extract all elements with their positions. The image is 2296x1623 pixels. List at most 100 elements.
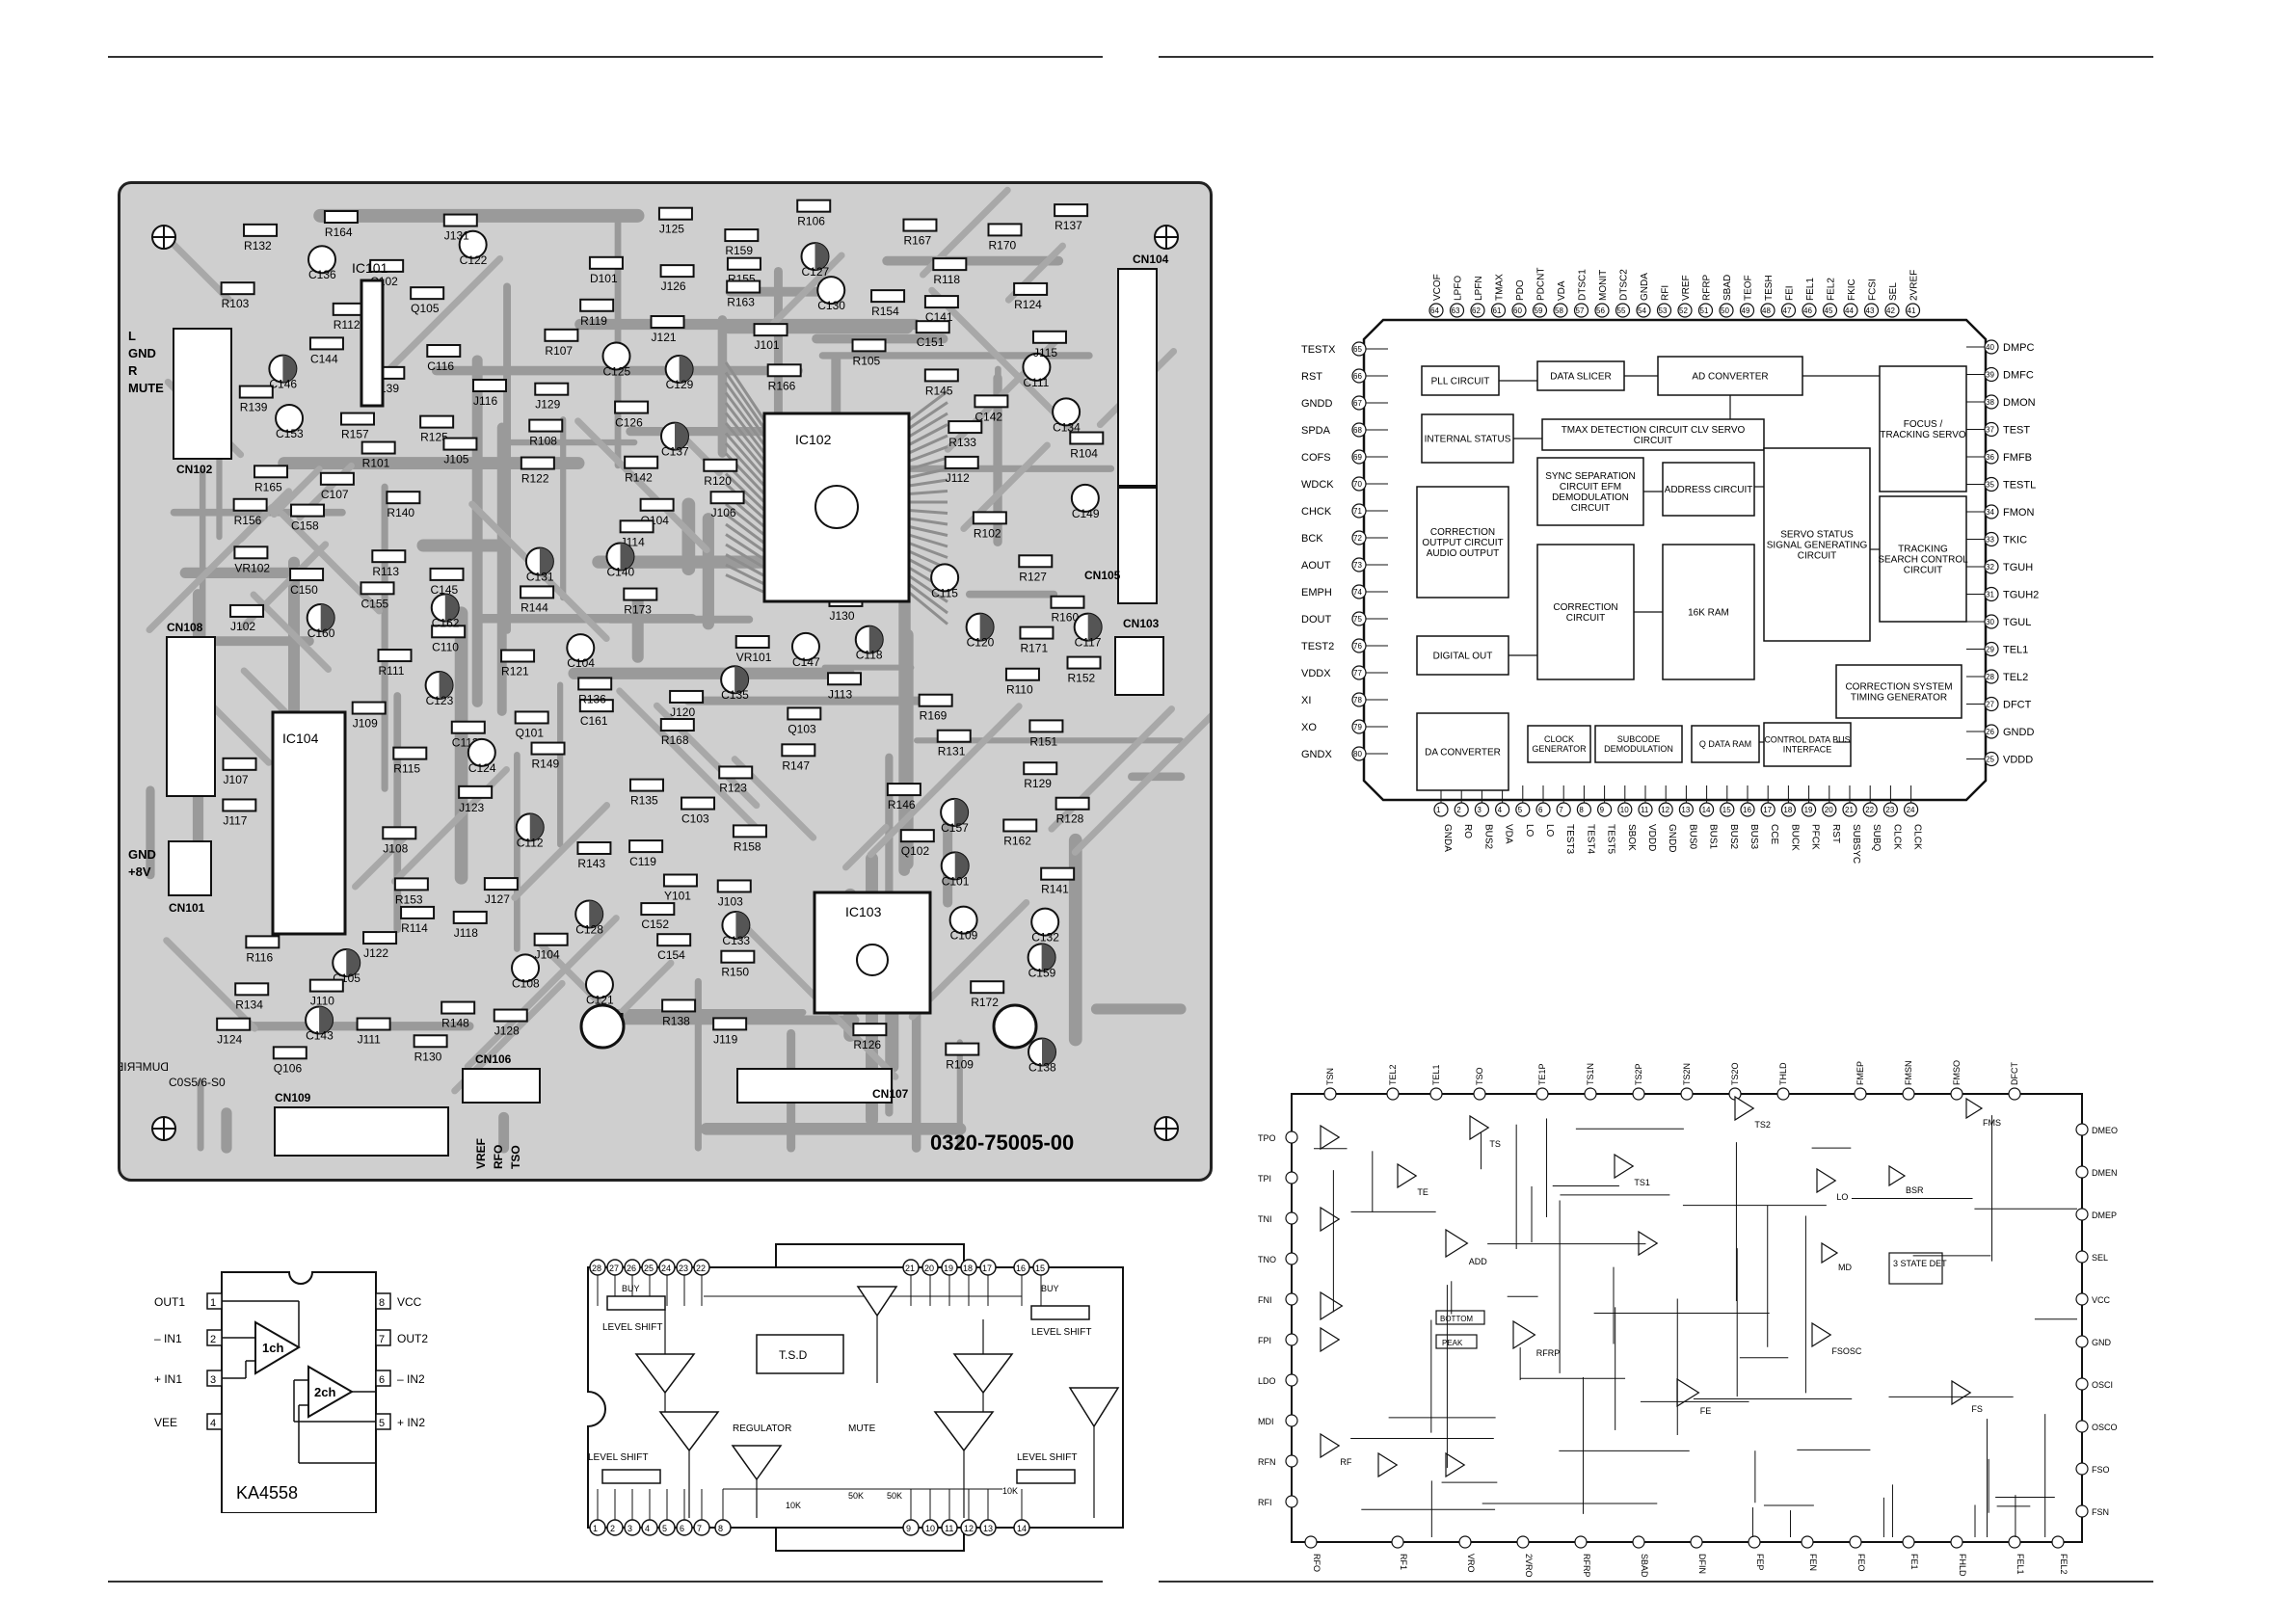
ka-pin-num: 2 bbox=[210, 1334, 216, 1345]
pcb-component-label: J119 bbox=[713, 1032, 737, 1046]
dsp-bottom-pin-num: 23 bbox=[1885, 806, 1894, 814]
servo-amp-ts2: TS2 bbox=[1754, 1120, 1771, 1130]
mirror-text-1: DUMFRIES bbox=[120, 1060, 169, 1074]
pcb-component-label: C158 bbox=[291, 519, 319, 533]
dsp-bottom-pin-num: 13 bbox=[1681, 806, 1690, 814]
dsp-top-pin-num: 58 bbox=[1555, 306, 1563, 315]
pcb-component-label: C121 bbox=[586, 993, 614, 1006]
dsp-top-pin-label: FEL2 bbox=[1827, 278, 1837, 301]
pcb-component-label: C115 bbox=[931, 586, 958, 599]
dsp-right-pin-label: FMON bbox=[2003, 507, 2034, 519]
pcb-component-label: J106 bbox=[711, 506, 736, 519]
pcb-component-label: R106 bbox=[797, 215, 825, 228]
drv-top-pin: 27 bbox=[609, 1264, 619, 1273]
dsp-right-pin-num: 34 bbox=[1986, 508, 1994, 517]
pcb-component-label: R162 bbox=[1003, 834, 1031, 847]
servo-top-pin: DFCT bbox=[2010, 1062, 2019, 1085]
servo-bottom-pin: FE1 bbox=[1909, 1554, 1919, 1570]
pcb-component-label: C159 bbox=[1028, 966, 1056, 979]
pcb-component-label: R154 bbox=[871, 305, 899, 318]
dsp-bottom-pin-label: BUS1 bbox=[1708, 824, 1719, 850]
ic104-body bbox=[271, 710, 347, 936]
servo-bottom-pin: FEN bbox=[1808, 1554, 1818, 1571]
drv-bottom-pin: 11 bbox=[945, 1524, 953, 1533]
servo-amp-fs: FS bbox=[1971, 1404, 1983, 1414]
dsp-bottom-pin-num: 20 bbox=[1825, 806, 1833, 814]
pcb-component-label: C133 bbox=[722, 934, 750, 947]
pcb-component-label: R103 bbox=[222, 297, 250, 310]
servo-right-pin: VCC bbox=[2092, 1295, 2111, 1305]
pcb-component-label: J101 bbox=[755, 338, 780, 352]
dsp-bottom-pin-num: 16 bbox=[1743, 806, 1751, 814]
pcb-component-label: R141 bbox=[1041, 883, 1069, 896]
pcb-component-label: R121 bbox=[501, 665, 529, 678]
dsp-left-pin-label: TESTX bbox=[1301, 344, 1336, 356]
dsp-right-pin-num: 25 bbox=[1986, 756, 1994, 764]
drv-top-pin: 19 bbox=[944, 1264, 953, 1273]
dsp-block-da: DA CONVERTER bbox=[1425, 747, 1501, 758]
dsp-bottom-pin-label: CCE bbox=[1769, 824, 1779, 844]
drv-level-shift-3: LEVEL SHIFT bbox=[588, 1452, 648, 1463]
dsp-right-pin-label: TKIC bbox=[2003, 535, 2027, 546]
dsp-bottom-pin-label: GNDA bbox=[1442, 824, 1453, 852]
dsp-bottom-pin-label: RO bbox=[1462, 824, 1473, 838]
dsp-right-pin-num: 31 bbox=[1986, 591, 1994, 599]
pcb-component-label: R143 bbox=[577, 857, 605, 870]
servo-bottom-pin: 2VRO bbox=[1524, 1554, 1534, 1578]
pcb-component-label: C101 bbox=[942, 874, 970, 888]
dsp-top-pin-label: LPFO bbox=[1454, 276, 1464, 301]
pcb-component-label: R132 bbox=[244, 239, 272, 253]
pcb-component-label: J127 bbox=[485, 892, 510, 906]
vr101-body bbox=[579, 1003, 626, 1050]
connector-label: CN108 bbox=[167, 621, 203, 634]
servo-right-pin: DMEP bbox=[2092, 1211, 2117, 1220]
pcb-component-label: R160 bbox=[1051, 611, 1079, 625]
servo-bottom-pin: RF1 bbox=[1399, 1554, 1408, 1570]
side-label: L bbox=[128, 329, 136, 343]
dsp-bottom-pin-label: LO bbox=[1524, 824, 1535, 838]
ka-pin-label: VEE bbox=[154, 1416, 177, 1429]
servo-top-pin: FMEP bbox=[1855, 1061, 1865, 1085]
pcb-component-label: C149 bbox=[1072, 507, 1100, 520]
ka-amp-1: 1ch bbox=[262, 1341, 283, 1355]
connector-label: CN105 bbox=[1084, 569, 1121, 582]
servo-left-pin: RFI bbox=[1258, 1498, 1272, 1507]
dsp-left-pin-num: 74 bbox=[1353, 588, 1362, 597]
dsp-bottom-pin-num: 5 bbox=[1518, 806, 1523, 814]
cn107-body bbox=[736, 1068, 893, 1104]
drv-top-pin: 22 bbox=[696, 1264, 706, 1273]
pcb-component-label: R104 bbox=[1070, 447, 1098, 461]
dsp-left-pin-num: 78 bbox=[1353, 696, 1362, 705]
servo-top-pin: FMSN bbox=[1904, 1061, 1913, 1086]
ka-pin-num: 6 bbox=[379, 1374, 385, 1386]
dsp-bottom-pin-label: TEST3 bbox=[1564, 824, 1575, 855]
dsp-bottom-pin-label: TEST4 bbox=[1585, 824, 1595, 855]
pcb-component-label: Y101 bbox=[664, 890, 691, 903]
pcb-component-label: R137 bbox=[1055, 219, 1082, 232]
ic101-body bbox=[360, 279, 385, 408]
drv-top-pin: 20 bbox=[924, 1264, 934, 1273]
pcb-component-label: C122 bbox=[460, 253, 488, 267]
dsp-block-qdata: Q DATA RAM bbox=[1699, 739, 1751, 749]
cn106-pin-label: VREF bbox=[474, 1138, 488, 1169]
pcb-component-label: J107 bbox=[224, 773, 249, 786]
pcb-component-label: R170 bbox=[989, 238, 1017, 252]
drv-bottom-pin: 10 bbox=[925, 1524, 935, 1533]
dsp-top-pin-num: 59 bbox=[1535, 306, 1543, 315]
pcb-component-label: J124 bbox=[217, 1033, 242, 1047]
side-label: R bbox=[128, 363, 138, 378]
dsp-right-pin-label: TGUH bbox=[2003, 562, 2033, 573]
pcb-component-label: R125 bbox=[420, 431, 448, 444]
dsp-right-pin-num: 35 bbox=[1986, 481, 1994, 490]
ic104-label: IC104 bbox=[282, 731, 319, 746]
dsp-right-pin-label: DMFC bbox=[2003, 370, 2034, 382]
dsp-top-pin-num: 57 bbox=[1576, 306, 1585, 315]
dsp-top-pin-label: VCOF bbox=[1432, 274, 1443, 301]
dsp-left-pin-label: BCK bbox=[1301, 533, 1323, 545]
pcb-component-label: C142 bbox=[974, 410, 1002, 423]
cn108-body bbox=[166, 636, 216, 797]
